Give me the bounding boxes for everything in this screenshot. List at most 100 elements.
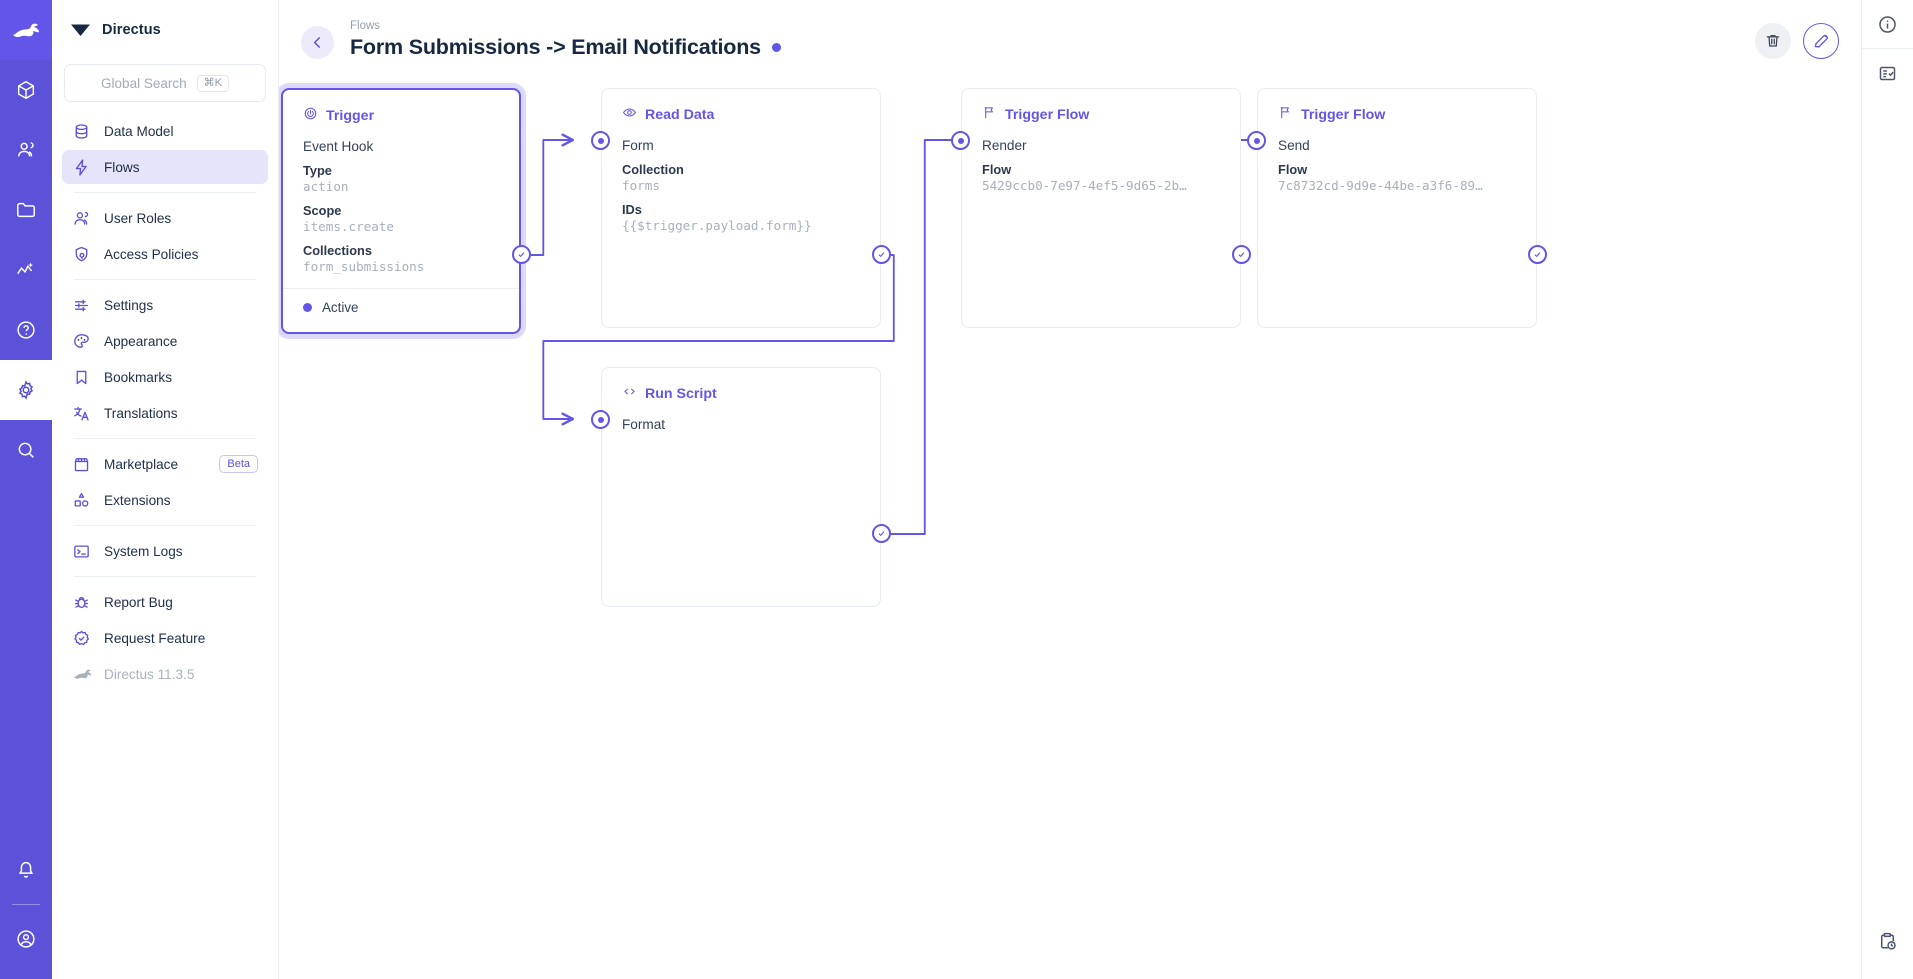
- node-output-port[interactable]: [872, 524, 891, 543]
- translate-icon: [72, 404, 91, 423]
- rabbit-icon: [72, 665, 91, 684]
- sidebar-item-request-feature[interactable]: Request Feature: [62, 621, 268, 655]
- status-dot: [303, 303, 312, 312]
- module-settings[interactable]: [0, 360, 52, 420]
- flag-icon: [1278, 105, 1293, 124]
- node-input-port[interactable]: [591, 131, 610, 150]
- sidebar-item-marketplace[interactable]: MarketplaceBeta: [62, 447, 268, 481]
- sidebar-item-label: Extensions: [104, 493, 171, 508]
- database-icon: [72, 122, 91, 141]
- module-files[interactable]: [0, 180, 52, 240]
- node-output-port[interactable]: [872, 245, 891, 264]
- right-sidebar: [1861, 0, 1913, 979]
- flow-node-trigger-flow-render[interactable]: Trigger FlowRenderFlow5429ccb0-7e97-4ef5…: [961, 88, 1241, 328]
- sidebar-item-translations[interactable]: Translations: [62, 396, 268, 430]
- store-icon: [72, 455, 91, 474]
- directus-logo[interactable]: [0, 0, 52, 60]
- sidebar-item-system-logs[interactable]: System Logs: [62, 534, 268, 568]
- sidebar-item-label: Access Policies: [104, 247, 198, 262]
- node-input-port[interactable]: [951, 131, 970, 150]
- sliders-icon: [72, 296, 91, 315]
- node-operation-name: Event Hook: [303, 139, 499, 154]
- nav-divider: [74, 525, 256, 526]
- module-content[interactable]: [0, 60, 52, 120]
- check-badge-icon: [72, 629, 91, 648]
- palette-icon: [72, 332, 91, 351]
- node-field-value: 7c8732cd-9d9e-44be-a3f6-89…: [1278, 178, 1516, 193]
- module-insights[interactable]: [0, 240, 52, 300]
- navigation-sidebar: Directus Global Search ⌘K Data ModelFlow…: [52, 0, 279, 979]
- sidebar-item-bookmarks[interactable]: Bookmarks: [62, 360, 268, 394]
- flow-logs-button[interactable]: [1862, 49, 1913, 97]
- node-output-port[interactable]: [1232, 245, 1251, 264]
- node-title-row: Trigger Flow: [962, 89, 1240, 124]
- node-output-port[interactable]: [1528, 245, 1547, 264]
- flow-node-trigger[interactable]: TriggerEvent HookTypeactionScopeitems.cr…: [281, 88, 521, 334]
- activity-history-button[interactable]: [1862, 917, 1913, 965]
- node-status-footer: Active: [283, 288, 519, 326]
- brand-name: Directus: [102, 22, 161, 38]
- sidebar-item-access-policies[interactable]: Access Policies: [62, 237, 268, 271]
- sidebar-item-label: Settings: [104, 298, 153, 313]
- page-title-block: Flows Form Submissions -> Email Notifica…: [350, 18, 781, 60]
- node-field-value: action: [303, 179, 499, 194]
- bug-icon: [72, 593, 91, 612]
- sidebar-item-label: Data Model: [104, 124, 174, 139]
- flow-canvas[interactable]: TriggerEvent HookTypeactionScopeitems.cr…: [279, 78, 1861, 979]
- page-header: Flows Form Submissions -> Email Notifica…: [279, 0, 1861, 78]
- back-button[interactable]: [301, 26, 334, 59]
- status-label: Active: [322, 300, 358, 315]
- node-title-row: Trigger Flow: [1258, 89, 1536, 124]
- edge-trigger-to-read-data: [523, 140, 572, 255]
- module-bar: [0, 0, 52, 979]
- sidebar-item-extensions[interactable]: Extensions: [62, 483, 268, 517]
- node-field-value: forms: [622, 178, 860, 193]
- sidebar-item-flows[interactable]: Flows: [62, 150, 268, 184]
- terminal-icon: [72, 542, 91, 561]
- shapes-icon: [72, 491, 91, 510]
- page-title: Form Submissions -> Email Notifications: [350, 35, 761, 60]
- node-title: Trigger: [326, 108, 374, 124]
- nav-divider: [74, 438, 256, 439]
- flag-icon: [982, 105, 997, 124]
- global-search-input[interactable]: Global Search ⌘K: [64, 64, 266, 102]
- module-search[interactable]: [0, 420, 52, 480]
- node-input-port[interactable]: [591, 410, 610, 429]
- flow-info-button[interactable]: [1862, 0, 1913, 48]
- node-field-value: {{$trigger.payload.form}}: [622, 218, 860, 233]
- sidebar-item-label: Report Bug: [104, 595, 173, 610]
- breadcrumb[interactable]: Flows: [350, 18, 781, 34]
- flow-node-trigger-flow-send[interactable]: Trigger FlowSendFlow7c8732cd-9d9e-44be-a…: [1257, 88, 1537, 328]
- sidebar-item-label: Flows: [104, 160, 140, 175]
- sidebar-header: Directus: [52, 0, 278, 60]
- node-operation-name: Format: [622, 417, 860, 432]
- flow-node-run-script[interactable]: Run ScriptFormat: [601, 367, 881, 607]
- sidebar-item-settings[interactable]: Settings: [62, 288, 268, 322]
- account-button[interactable]: [0, 909, 52, 969]
- sidebar-item-label: Directus 11.3.5: [104, 667, 194, 682]
- flow-node-read-data[interactable]: Read DataFormCollectionformsIDs{{$trigge…: [601, 88, 881, 328]
- module-help[interactable]: [0, 300, 52, 360]
- edit-flow-button[interactable]: [1803, 23, 1839, 59]
- notifications-button[interactable]: [0, 840, 52, 900]
- code-icon: [622, 384, 637, 403]
- sidebar-item-label: User Roles: [104, 211, 171, 226]
- bolt-icon: [72, 158, 91, 177]
- module-users[interactable]: [0, 120, 52, 180]
- node-output-port[interactable]: [512, 245, 531, 264]
- shield-lock-icon: [72, 245, 91, 264]
- sidebar-item-directus-11-3-5: Directus 11.3.5: [62, 657, 268, 691]
- node-title: Run Script: [645, 386, 717, 402]
- delete-flow-button[interactable]: [1755, 23, 1791, 59]
- sidebar-item-data-model[interactable]: Data Model: [62, 114, 268, 148]
- sidebar-item-user-roles[interactable]: User Roles: [62, 201, 268, 235]
- node-title-row: Read Data: [602, 89, 880, 124]
- global-search-shortcut: ⌘K: [197, 75, 229, 92]
- sidebar-item-label: Appearance: [104, 334, 177, 349]
- sidebar-item-report-bug[interactable]: Report Bug: [62, 585, 268, 619]
- eye-icon: [622, 105, 637, 124]
- directus-brand-icon: [70, 22, 91, 38]
- sidebar-item-appearance[interactable]: Appearance: [62, 324, 268, 358]
- node-input-port[interactable]: [1247, 131, 1266, 150]
